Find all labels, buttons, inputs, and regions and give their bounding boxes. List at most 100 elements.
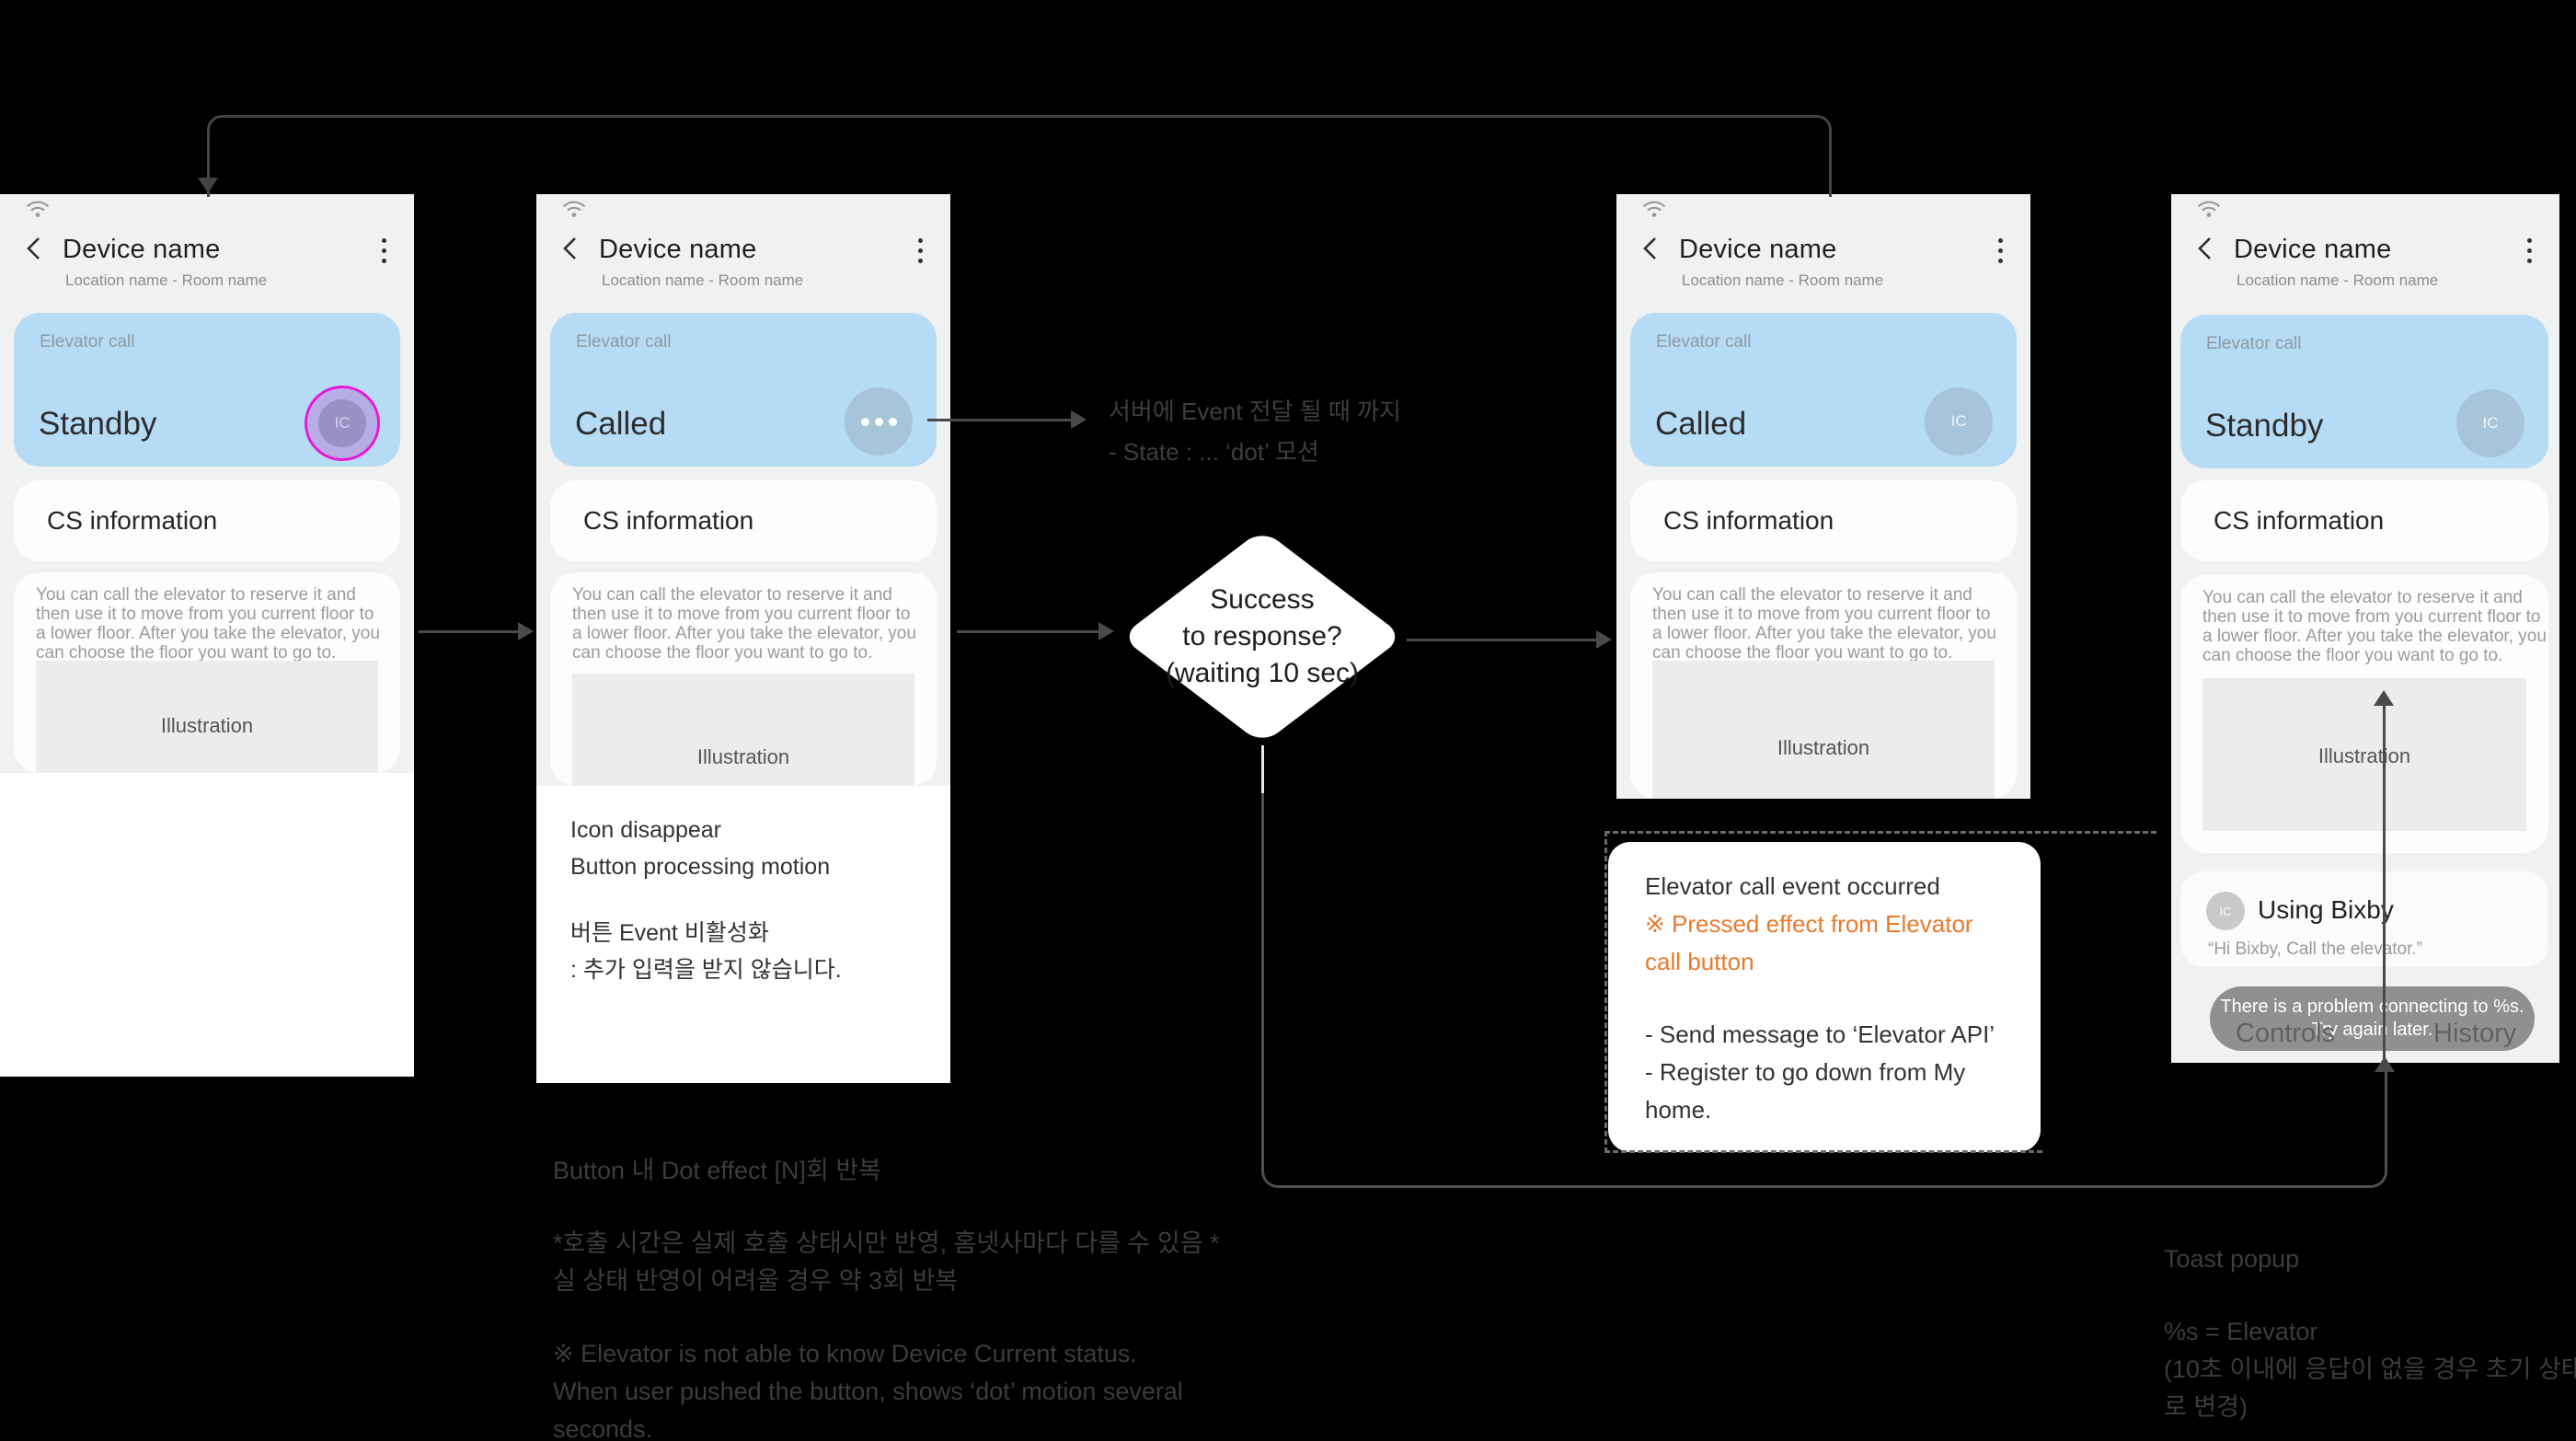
- diamond-line: (waiting 10 sec): [1165, 658, 1360, 688]
- arrow-dots-note: [927, 419, 1075, 421]
- description-card: You can call the elevator to reserve it …: [1630, 572, 2017, 799]
- server-event-note: 서버에 Event 전달 될 때 까지 - State : ... ‘dot’ …: [1109, 391, 1401, 472]
- illustration-placeholder: Illustration: [1652, 661, 1995, 799]
- status-text: Standby: [39, 406, 157, 442]
- back-icon[interactable]: [22, 235, 50, 266]
- loop-connector-bottom-left: [1261, 745, 1908, 1188]
- more-menu-icon[interactable]: [1998, 238, 2003, 263]
- arrowhead-right-icon: [1596, 630, 1612, 649]
- page-title: Device name: [2234, 235, 2392, 264]
- wifi-icon: [562, 200, 586, 218]
- cs-information-card[interactable]: CS information: [2180, 480, 2548, 561]
- more-menu-icon[interactable]: [382, 238, 386, 263]
- back-icon[interactable]: [1639, 235, 1666, 266]
- elevator-call-card: Elevator call Called IC: [1630, 313, 2017, 467]
- description-card: You can call the elevator to reserve it …: [550, 572, 937, 786]
- motion-annotation: Icon disappear Button processing motion …: [570, 812, 842, 988]
- description-text: You can call the elevator to reserve it …: [2202, 588, 2547, 665]
- back-icon[interactable]: [558, 235, 586, 266]
- elevator-call-card: Elevator call Standby IC: [14, 313, 400, 467]
- illustration-placeholder: Illustration: [572, 674, 914, 786]
- diamond-text: Success to response? (waiting 10 sec): [1121, 526, 1404, 747]
- cut-dashed-top: [1604, 831, 2156, 834]
- more-menu-icon[interactable]: [2527, 238, 2532, 263]
- dot: [888, 417, 897, 426]
- card-label: Elevator call: [576, 332, 672, 352]
- annotation-line: Icon disappear: [570, 817, 722, 843]
- status-text: Called: [1655, 406, 1747, 442]
- note-line: Button 내 Dot effect [N]회 반복: [553, 1157, 881, 1184]
- dot: [874, 417, 883, 426]
- cs-information-card[interactable]: CS information: [1630, 480, 2017, 561]
- diamond-line: Success: [1210, 584, 1315, 615]
- cs-information-label: CS information: [1663, 506, 1834, 535]
- note-line: 서버에 Event 전달 될 때 까지: [1109, 398, 1401, 425]
- elevator-call-processing-button: [845, 387, 913, 455]
- event-callout-box: Elevator call event occurred ※ Pressed e…: [1608, 842, 2041, 1152]
- page-subtitle: Location name - Room name: [1682, 271, 1884, 289]
- cs-information-card[interactable]: CS information: [550, 480, 937, 561]
- elevator-call-button[interactable]: IC: [305, 386, 380, 461]
- cs-information-card[interactable]: CS information: [14, 480, 400, 561]
- cut-area: [0, 773, 414, 1077]
- status-text: Called: [575, 406, 667, 442]
- illustration-label: Illustration: [696, 745, 790, 768]
- dot-effect-note: Button 내 Dot effect [N]회 반복 *호출 시간은 실제 호…: [553, 1152, 1220, 1441]
- bixby-ic-icon: IC: [2206, 892, 2245, 930]
- arrow-phone2-diamond: [957, 630, 1102, 633]
- tab-history[interactable]: History: [2433, 1019, 2517, 1048]
- tab-controls[interactable]: Controls: [2236, 1019, 2335, 1048]
- card-label: Elevator call: [40, 332, 135, 352]
- loop-connector-bottom-right: [1905, 1069, 2387, 1188]
- note-line: 실 상태 반영이 어려울 경우 약 3회 반복: [553, 1267, 959, 1295]
- arrow-into-phone4: [2383, 704, 2386, 1063]
- page-title: Device name: [599, 235, 757, 264]
- toast-popup: There is a problem connecting to %s. Try…: [2210, 986, 2535, 1051]
- note-line: - State : ... ‘dot’ 모션: [1109, 438, 1319, 466]
- description-text: You can call the elevator to reserve it …: [36, 585, 380, 663]
- phone-screen-called-ic: Device name Location name - Room name El…: [1616, 194, 2030, 799]
- dot: [860, 417, 869, 426]
- card-label: Elevator call: [2206, 334, 2302, 353]
- note-line: %s = Elevator: [2164, 1318, 2318, 1345]
- loop-connector-top: [207, 115, 1832, 197]
- illustration-placeholder: Illustration: [2202, 678, 2526, 831]
- annotation-line: Button processing motion: [570, 854, 831, 880]
- using-bixby-card[interactable]: IC Using Bixby “Hi Bixby, Call the eleva…: [2180, 871, 2548, 967]
- cut-dashed-left: [1604, 831, 1607, 1153]
- callout-item: - Send message to ‘Elevator API’: [1645, 1020, 1995, 1048]
- wifi-icon: [2197, 200, 2221, 218]
- note-line: When user pushed the button, shows ‘dot’…: [553, 1378, 1183, 1405]
- more-menu-icon[interactable]: [918, 238, 923, 263]
- page-title: Device name: [63, 235, 221, 264]
- description-card: You can call the elevator to reserve it …: [14, 572, 400, 773]
- illustration-placeholder: Illustration: [36, 661, 378, 773]
- illustration-label: Illustration: [1777, 736, 1870, 759]
- elevator-call-button[interactable]: IC: [1925, 387, 1993, 455]
- page-title: Device name: [1679, 235, 1837, 264]
- callout-highlight: ※ Pressed effect from Elevator call butt…: [1645, 910, 1973, 975]
- note-line: seconds.: [553, 1415, 653, 1441]
- arrowhead-right-icon: [518, 622, 534, 640]
- cs-information-label: CS information: [47, 506, 218, 535]
- arrowhead-right-icon: [1098, 622, 1114, 640]
- cs-information-label: CS information: [2214, 506, 2385, 535]
- arrowhead-up-icon: [2375, 1056, 2395, 1072]
- page-subtitle: Location name - Room name: [65, 271, 268, 289]
- wifi-icon: [1642, 200, 1666, 218]
- status-text: Standby: [2205, 408, 2324, 444]
- elevator-call-button[interactable]: IC: [2456, 389, 2524, 457]
- wifi-icon: [26, 200, 50, 218]
- description-card: You can call the elevator to reserve it …: [2180, 575, 2548, 853]
- decision-diamond: Success to response? (waiting 10 sec): [1120, 526, 1405, 747]
- elevator-call-card: Elevator call Standby IC: [2180, 315, 2548, 468]
- back-icon[interactable]: [2193, 235, 2221, 266]
- description-text: You can call the elevator to reserve it …: [572, 585, 916, 663]
- note-line: 로 변경): [2164, 1393, 2248, 1421]
- callout-title: Elevator call event occurred: [1645, 872, 1940, 900]
- page-subtitle: Location name - Room name: [602, 271, 804, 289]
- bixby-quote: “Hi Bixby, Call the elevator.”: [2208, 940, 2423, 959]
- arrow-diamond-phone3: [1407, 639, 1600, 641]
- cut-area: Icon disappear Button processing motion …: [536, 786, 950, 1083]
